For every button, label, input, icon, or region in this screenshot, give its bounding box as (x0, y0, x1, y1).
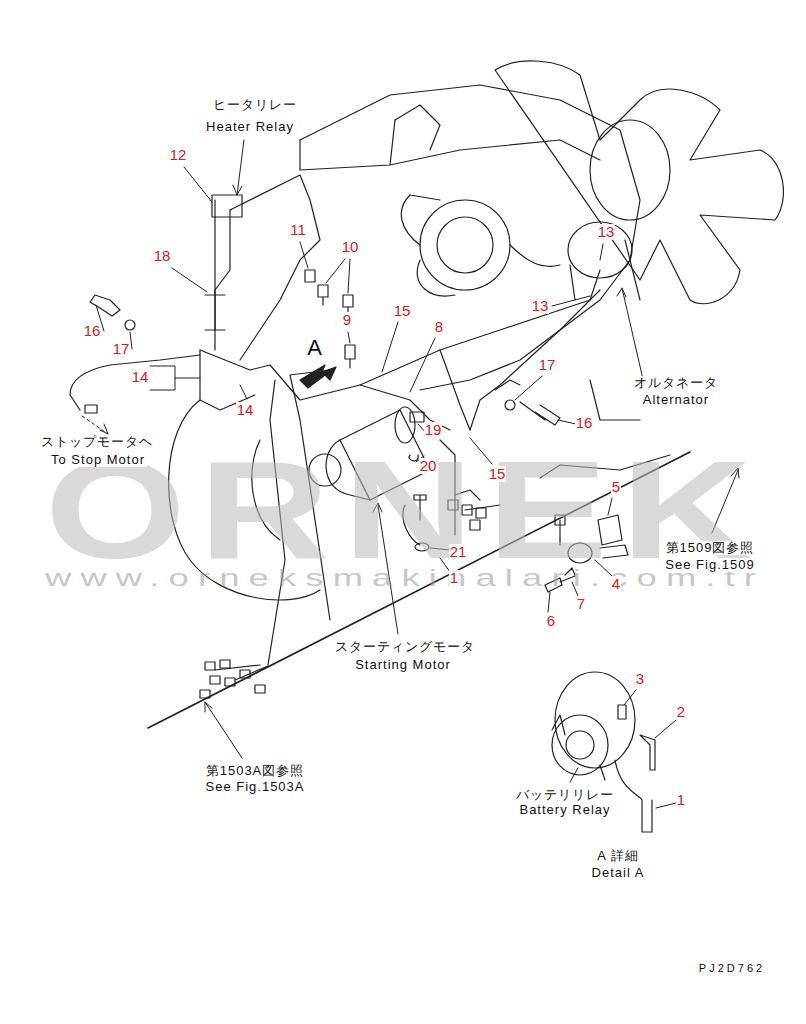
part-label: See Fig.1509 (663, 558, 756, 572)
part-label: ストップモータヘ (39, 435, 155, 449)
callout-number: 4 (611, 576, 621, 593)
drawing-code: PJ2D762 (697, 962, 767, 974)
callout-number: 3 (635, 671, 645, 688)
callout-number: 15 (488, 466, 507, 483)
callout-number: 12 (169, 147, 188, 164)
callout-number: 9 (342, 312, 352, 329)
part-label: Heater Relay (204, 120, 296, 134)
callout-number: 18 (153, 248, 172, 265)
part-label: 第1509図参照 (664, 541, 757, 555)
callout-number: 1 (449, 570, 459, 587)
part-label: オルタネータ (632, 376, 720, 390)
callout-number: 15 (393, 303, 412, 320)
callout-number: 21 (449, 544, 468, 561)
part-label: Alternator (641, 393, 711, 407)
callout-number: 2 (676, 704, 686, 721)
callout-number: 13 (531, 298, 550, 315)
part-label: スターティングモータ (333, 640, 477, 654)
part-label: To Stop Motor (49, 453, 147, 467)
callout-number: 6 (546, 613, 556, 630)
callout-number: 14 (131, 369, 150, 386)
callout-number: 16 (83, 323, 102, 340)
part-label: ヒータリレー (211, 98, 299, 112)
part-label: Battery Relay (517, 803, 612, 817)
callout-number: 16 (575, 415, 594, 432)
watermark-url: www.orneksmakinalari.com.tr (45, 565, 765, 591)
callout-number: 14 (236, 402, 255, 419)
view-letter: A (305, 336, 325, 360)
callout-number: 20 (419, 458, 438, 475)
part-label: Detail A (590, 866, 647, 880)
callout-number: 7 (576, 596, 586, 613)
callout-number: 5 (611, 479, 621, 496)
part-label: A 詳細 (595, 849, 641, 863)
callout-number: 10 (341, 239, 360, 256)
callout-number: 1 (676, 792, 686, 809)
callout-number: 17 (538, 357, 557, 374)
part-label: See Fig.1503A (203, 780, 306, 794)
callout-number: 8 (434, 319, 444, 336)
part-label: Starting Motor (353, 658, 453, 672)
callout-number: 19 (424, 422, 443, 439)
part-label: 第1503A図参照 (204, 764, 307, 778)
callout-number: 13 (597, 224, 616, 241)
part-label: バッテリリレー (514, 788, 616, 802)
callout-number: 11 (289, 222, 307, 239)
callout-number: 17 (112, 341, 131, 358)
